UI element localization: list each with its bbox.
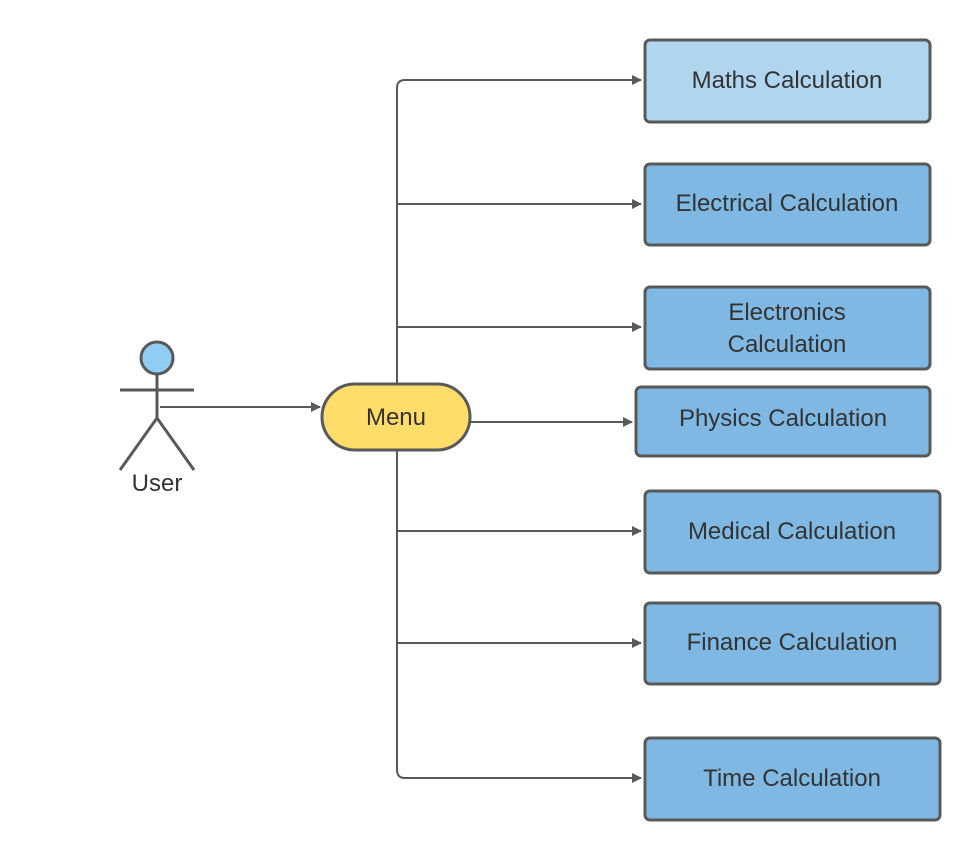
target-box-physics[interactable]: Physics Calculation	[634, 385, 932, 458]
target-box-electrical-shape	[643, 162, 932, 247]
target-box-electrical[interactable]: Electrical Calculation	[643, 162, 932, 247]
menu-node-label: Menu	[366, 404, 426, 431]
target-label-time: Time Calculation	[703, 765, 881, 792]
target-box-medical[interactable]: Medical Calculation	[643, 489, 942, 575]
target-label-finance: Finance Calculation	[687, 629, 898, 656]
target-box-electronics[interactable]: Electronics Calculation	[643, 285, 932, 371]
target-box-physics-shape	[634, 385, 932, 458]
target-label-electronics-line2: Calculation	[728, 331, 847, 358]
stick-figure-icon	[118, 340, 196, 471]
target-box-time-shape	[643, 736, 942, 822]
user-actor: User	[118, 340, 196, 497]
target-box-finance[interactable]: Finance Calculation	[643, 601, 942, 686]
trunk-lower	[396, 451, 642, 783]
target-label-maths: Maths Calculation	[692, 67, 883, 94]
target-box-maths[interactable]: Maths Calculation	[643, 38, 932, 124]
target-label-electrical: Electrical Calculation	[676, 190, 899, 217]
menu-node-shape	[320, 382, 472, 452]
target-box-time[interactable]: Time Calculation	[643, 736, 942, 822]
target-box-maths-shape	[643, 38, 932, 124]
target-label-physics: Physics Calculation	[679, 405, 887, 432]
actor-label: User	[132, 470, 183, 497]
actor-left-leg	[118, 417, 159, 471]
actor-head	[139, 340, 175, 376]
target-box-medical-shape	[643, 489, 942, 575]
target-box-electronics-shape	[643, 285, 932, 371]
target-box-finance-shape	[643, 601, 942, 686]
target-label-electronics-line1: Electronics	[728, 299, 845, 326]
actor-right-leg	[155, 417, 196, 471]
menu-node[interactable]: Menu	[320, 382, 472, 452]
target-label-medical: Medical Calculation	[688, 518, 896, 545]
trunk-upper	[396, 75, 642, 383]
